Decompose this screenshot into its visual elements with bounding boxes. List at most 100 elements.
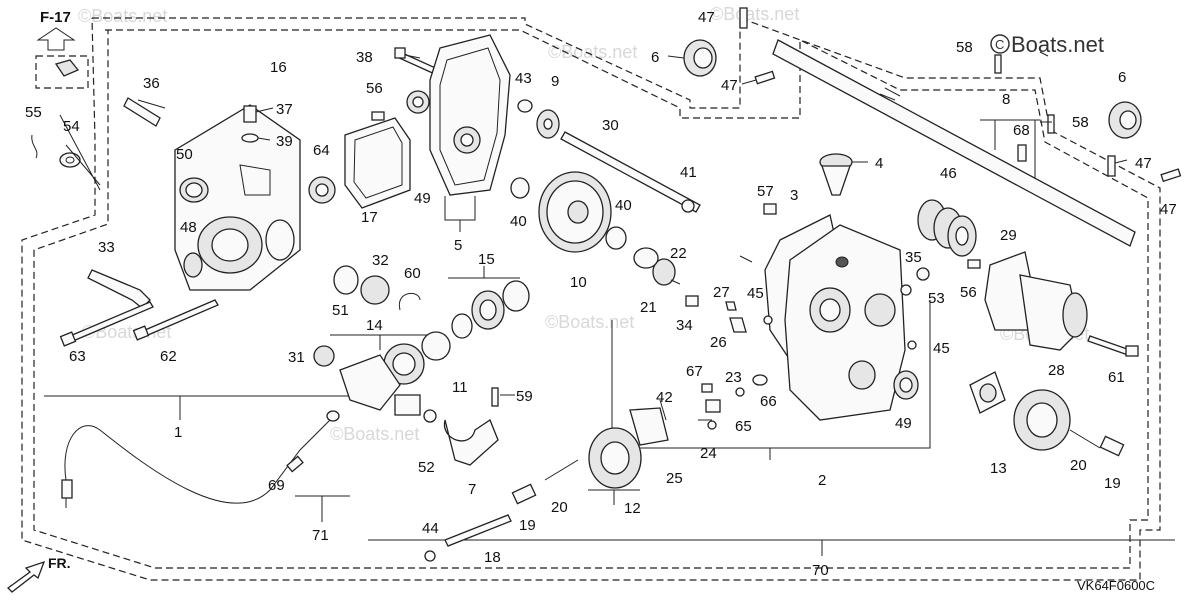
callout-49: 49 — [414, 190, 431, 207]
callout-58: 58 — [956, 39, 973, 56]
part-12-body — [588, 427, 642, 489]
part-50-seal — [179, 177, 209, 203]
part-56-dowel-right — [967, 259, 981, 269]
part-16-housing — [174, 104, 301, 291]
part-8-axle — [772, 39, 1136, 247]
callout-6: 6 — [651, 49, 659, 66]
part-58-pin-2 — [1047, 114, 1055, 134]
part-47-pin-3 — [1107, 155, 1116, 177]
part-37-bolt — [241, 105, 259, 143]
callout-56b: 56 — [960, 284, 977, 301]
figure-reference: F-17 — [35, 9, 89, 89]
group-2-bracket — [611, 320, 771, 460]
callout-25: 25 — [666, 470, 683, 487]
brand-name: Boats.net — [1011, 32, 1104, 57]
callout-56: 56 — [366, 80, 383, 97]
callout-68: 68 — [1013, 122, 1030, 139]
callout-54: 54 — [63, 118, 80, 135]
part-15-bearing — [451, 280, 530, 339]
callout-23: 23 — [725, 369, 742, 386]
callout-9: 9 — [551, 73, 559, 90]
part-24-fitting — [705, 399, 721, 413]
callout-1: 1 — [174, 424, 182, 441]
callout-48: 48 — [180, 219, 197, 236]
part-21-spring — [652, 258, 676, 286]
part-65-ball — [707, 420, 717, 430]
part-61-bolt — [1087, 335, 1139, 357]
part-34-bolt — [685, 295, 699, 307]
callout-17: 17 — [361, 209, 378, 226]
part-58-pin — [994, 54, 1002, 74]
callout-38: 38 — [356, 49, 373, 66]
callout-51: 51 — [332, 302, 349, 319]
assembly-outline-70 — [21, 17, 1161, 581]
callout-12: 12 — [624, 500, 641, 517]
part-19-pin — [1099, 435, 1125, 457]
callout-63: 63 — [69, 348, 86, 365]
part-14-gearset — [383, 331, 451, 385]
part-30-shaft — [560, 131, 701, 213]
group-71-bracket — [295, 495, 350, 522]
callout-71: 71 — [312, 527, 329, 544]
part-22-clip — [633, 247, 659, 269]
part-45-nut-2 — [763, 315, 773, 325]
group-8-bracket — [980, 119, 1040, 180]
part-47-pin — [739, 7, 748, 29]
watermark-text: ©Boats.net — [710, 4, 799, 24]
callout-28: 28 — [1048, 362, 1065, 379]
part-43-washer — [517, 99, 533, 113]
callout-15: 15 — [478, 251, 495, 268]
callout-50: 50 — [176, 146, 193, 163]
part-13-cylinder — [1013, 389, 1071, 451]
callout-24: 24 — [700, 445, 717, 462]
copyright-icon — [990, 34, 1010, 54]
callout-47c: 47 — [1135, 155, 1152, 172]
callout-52: 52 — [418, 459, 435, 476]
callout-53: 53 — [928, 290, 945, 307]
part-20-spring-mid — [544, 459, 579, 481]
callout-47b: 47 — [721, 77, 738, 94]
callout-33: 33 — [98, 239, 115, 256]
part-36-pin — [123, 97, 161, 127]
part-47-pin-4 — [1160, 168, 1182, 183]
callout-26: 26 — [710, 334, 727, 351]
callout-67: 67 — [686, 363, 703, 380]
callout-34: 34 — [676, 317, 693, 334]
callout-10: 10 — [570, 274, 587, 291]
part-35-bolt — [916, 267, 930, 281]
part-27-nut — [725, 301, 737, 311]
callout-40: 40 — [510, 213, 527, 230]
callout-37: 37 — [276, 101, 293, 118]
callout-58b: 58 — [1072, 114, 1089, 131]
part-2-case — [784, 224, 906, 421]
callout-19b: 19 — [1104, 475, 1121, 492]
leader-lines — [137, 51, 1128, 421]
callout-61: 61 — [1108, 369, 1125, 386]
callout-35: 35 — [905, 249, 922, 266]
part-64-bearing — [308, 176, 336, 204]
callout-60: 60 — [404, 265, 421, 282]
callout-45b: 45 — [933, 340, 950, 357]
front-arrow-icon — [7, 560, 46, 593]
callout-42: 42 — [656, 389, 673, 406]
callout-20: 20 — [551, 499, 568, 516]
watermark-group: ©Boats.net ©Boats.net ©Boats.net ©Boats.… — [78, 4, 1089, 444]
callout-18: 18 — [484, 549, 501, 566]
part-63-bolt — [59, 301, 154, 347]
callout-65: 65 — [735, 418, 752, 435]
part-44-clip — [424, 550, 436, 562]
watermark-text: ©Boats.net — [548, 42, 637, 62]
svg-text:C: C — [995, 37, 1004, 52]
part-6-seal-right — [1108, 101, 1142, 139]
diagram-code: VK64F0600C — [1077, 578, 1155, 593]
callout-11: 11 — [452, 379, 468, 396]
part-49-seal — [406, 90, 430, 114]
part-4-cap — [819, 153, 853, 196]
callout-20b: 20 — [1070, 457, 1087, 474]
part-47-pin-2 — [754, 70, 776, 85]
callout-39: 39 — [276, 133, 293, 150]
callout-21: 21 — [640, 299, 657, 316]
callout-47: 47 — [698, 9, 715, 26]
front-label: FR. — [48, 555, 71, 571]
